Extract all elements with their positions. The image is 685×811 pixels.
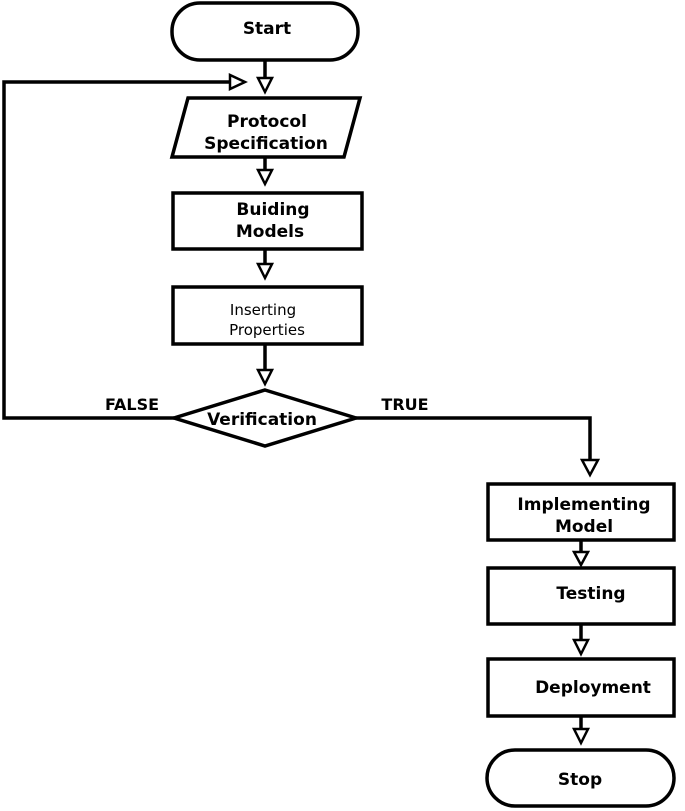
building-models-label-line2: Models: [236, 222, 304, 242]
nodes: [168, 1, 676, 808]
arrowhead-down-icon: [255, 368, 275, 387]
arrowhead-down-icon: [579, 458, 601, 478]
edges: [2, 60, 592, 732]
inserting-properties-label-line1: Inserting: [230, 301, 296, 319]
implementing-model-node: [486, 482, 676, 542]
false-edge-label: FALSE: [105, 395, 159, 414]
building-models-node: [171, 191, 364, 251]
edge-false-loop: [2, 80, 232, 420]
start-label: Start: [243, 19, 291, 39]
stop-label: Stop: [558, 770, 602, 790]
implementing-model-label-line1: Implementing: [517, 495, 650, 515]
deployment-label: Deployment: [535, 678, 651, 698]
inserting-properties-node: [171, 285, 364, 346]
implementing-model-label-line2: Model: [555, 517, 613, 537]
arrowheads: [228, 73, 601, 746]
arrowhead-down-icon: [571, 550, 591, 568]
start-terminal: [170, 1, 360, 62]
arrowhead-down-icon: [255, 262, 275, 281]
arrowhead-down-icon: [571, 638, 591, 657]
arrowhead-down-icon: [571, 727, 591, 746]
building-models-label-line1: Buiding: [236, 200, 309, 220]
arrowhead-right-icon: [228, 73, 248, 91]
verification-label: Verification: [207, 410, 317, 430]
true-edge-label: TRUE: [381, 395, 428, 414]
testing-label: Testing: [556, 584, 625, 604]
edge-true-branch: [356, 416, 592, 462]
protocol-spec-label-line1: Protocol: [227, 112, 307, 132]
protocol-specification-node: [169, 96, 363, 159]
labels: Start Protocol Specification Buiding Mod…: [105, 19, 651, 790]
verification-decision: [168, 388, 362, 448]
deployment-node: [486, 657, 676, 718]
protocol-spec-label-line2: Specification: [204, 134, 328, 154]
testing-node: [486, 566, 676, 626]
inserting-properties-label-line2: Properties: [229, 321, 305, 339]
arrowhead-down-icon: [255, 168, 275, 187]
arrowhead-down-icon: [255, 76, 275, 95]
stop-terminal: [485, 748, 676, 808]
